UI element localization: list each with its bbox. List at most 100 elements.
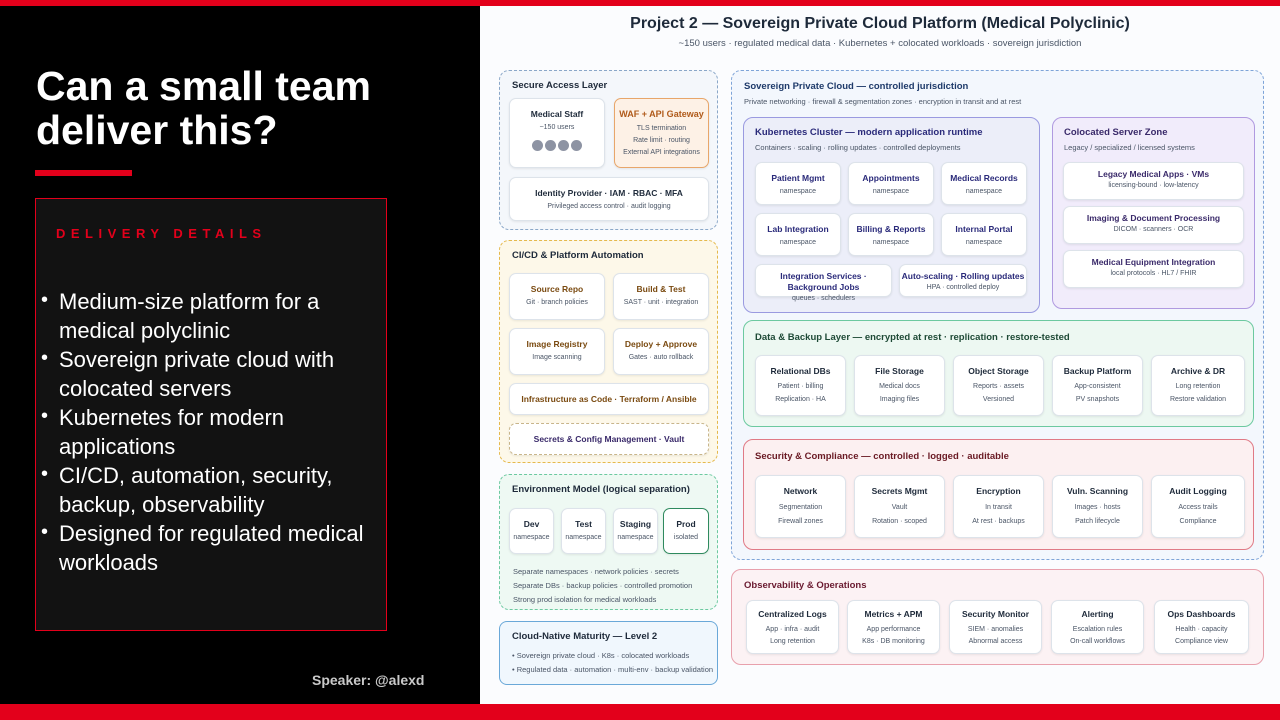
panel-title: Sovereign Private Cloud — controlled jur… (744, 81, 969, 92)
card-title: Audit Logging (1169, 486, 1227, 496)
card-line: Access trails (1178, 504, 1218, 511)
card-line: At rest · backups (972, 518, 1025, 525)
waf-gateway-card: WAF + API Gateway TLS termination Rate l… (614, 98, 709, 168)
panel-title: CI/CD & Platform Automation (512, 250, 644, 261)
env-note: Separate DBs · backup policies · control… (513, 581, 693, 590)
card-title: Medical Equipment Integration (1091, 257, 1216, 267)
card-sub: queues · schedulers (791, 295, 856, 302)
kubernetes-panel: Kubernetes Cluster — modern application … (743, 117, 1040, 313)
card-line: Segmentation (778, 504, 823, 511)
panel-sub: Private networking · firewall & segmenta… (744, 97, 1022, 106)
card-line: Long retention (770, 638, 815, 645)
security-card: Audit Logging Access trails Compliance (1151, 475, 1245, 538)
card-title: Backup Platform (1063, 366, 1132, 376)
card-title: Vuln. Scanning (1066, 486, 1129, 496)
env-dev-card: Dev namespace (509, 508, 554, 554)
card-sub: ~150 users (539, 124, 575, 131)
env-staging-card: Staging namespace (613, 508, 658, 554)
colo-card: Medical Equipment Integration local prot… (1063, 250, 1244, 288)
identity-provider-card: Identity Provider · IAM · RBAC · MFA Pri… (509, 177, 709, 221)
env-test-card: Test namespace (561, 508, 606, 554)
env-note: Strong prod isolation for medical worklo… (513, 595, 657, 604)
integration-services-card: Integration Services · Background Jobs q… (755, 264, 892, 302)
card-title: Infrastructure as Code · Terraform / Ans… (521, 394, 697, 404)
card-title: Dev (523, 519, 540, 529)
card-sub: namespace (872, 239, 910, 246)
card-line: Patient · billing (777, 383, 824, 390)
card-title: Lab Integration (767, 224, 829, 234)
observability-card: Alerting Escalation rules On-call workfl… (1051, 600, 1144, 654)
diagram-subtitle: ~150 users · regulated medical data · Ku… (678, 38, 1082, 49)
card-line: Escalation rules (1072, 626, 1123, 633)
data-card: File Storage Medical docs Imaging files (854, 355, 945, 416)
maturity-panel: Cloud-Native Maturity — Level 2 • Sovere… (499, 621, 718, 685)
source-repo-card: Source Repo Git · branch policies (509, 273, 605, 320)
delivery-details-box: DELIVERY DETAILS Medium-size platform fo… (35, 198, 387, 631)
card-sub: Git · branch policies (526, 299, 588, 306)
image-registry-card: Image Registry Image scanning (509, 328, 605, 375)
users-icon (510, 140, 604, 151)
k8s-service-card: Lab Integration namespace (755, 213, 841, 256)
observability-card: Security Monitor SIEM · anomalies Abnorm… (949, 600, 1042, 654)
maturity-lines: • Sovereign private cloud · K8s · coloca… (512, 649, 713, 677)
data-card: Relational DBs Patient · billing Replica… (755, 355, 846, 416)
card-sub: namespace (779, 188, 817, 195)
observability-card: Centralized Logs App · infra · audit Lon… (746, 600, 839, 654)
card-title: Build & Test (636, 284, 686, 294)
card-title: Prod (676, 519, 696, 529)
card-title: Medical Staff (530, 109, 584, 119)
card-title: Medical Records (950, 173, 1018, 183)
observability-card: Metrics + APM App performance K8s · DB m… (847, 600, 940, 654)
top-accent-bar (0, 0, 1280, 6)
security-card: Network Segmentation Firewall zones (755, 475, 846, 538)
card-title: Test (575, 519, 592, 529)
card-sub: licensing-bound · low-latency (1108, 182, 1199, 189)
panel-sub: Legacy / specialized / licensed systems (1064, 143, 1195, 152)
maturity-line: • Regulated data · automation · multi-en… (512, 665, 714, 674)
delivery-bullets: Medium-size platform for a medical polyc… (40, 286, 392, 577)
card-sub: DICOM · scanners · OCR (1113, 226, 1194, 233)
card-title: Staging (619, 519, 652, 529)
card-title: Network (783, 486, 818, 496)
card-line: SIEM · anomalies (967, 626, 1024, 633)
speaker-credit: Speaker: @alexd (312, 672, 425, 688)
observability-panel: Observability & Operations Centralized L… (731, 569, 1264, 665)
card-line: Vault (891, 504, 908, 511)
card-title: Security Monitor (961, 609, 1030, 619)
card-line: Patch lifecycle (1075, 518, 1120, 525)
card-line: Images · hosts (1074, 504, 1121, 511)
card-title: Object Storage (968, 366, 1029, 376)
card-sub: namespace (965, 188, 1003, 195)
card-line: App performance (866, 626, 921, 633)
card-sub: namespace (779, 239, 817, 246)
build-test-card: Build & Test SAST · unit · integration (613, 273, 709, 320)
card-title: File Storage (875, 366, 924, 376)
diagram-title: Project 2 — Sovereign Private Cloud Plat… (630, 15, 1130, 32)
panel-title: Cloud-Native Maturity — Level 2 (512, 631, 658, 642)
security-card: Encryption In transit At rest · backups (953, 475, 1044, 538)
panel-title: Data & Backup Layer — encrypted at rest … (755, 332, 1070, 343)
k8s-service-card: Patient Mgmt namespace (755, 162, 841, 205)
panel-title: Security & Compliance — controlled · log… (755, 451, 1009, 462)
data-backup-panel: Data & Backup Layer — encrypted at rest … (743, 320, 1254, 427)
card-title: Auto-scaling · Rolling updates (901, 271, 1025, 281)
card-sub: local protocols · HL7 / FHIR (1110, 270, 1197, 277)
card-sub: namespace (965, 239, 1003, 246)
card-title: Patient Mgmt (771, 173, 825, 183)
bullet-item: Kubernetes for modern applications (40, 402, 392, 461)
bullet-item: CI/CD, automation, security, backup, obs… (40, 460, 392, 519)
card-line: App-consistent (1074, 383, 1121, 390)
env-note: Separate namespaces · network policies ·… (513, 567, 679, 576)
card-title: Centralized Logs (758, 609, 827, 619)
architecture-diagram: Project 2 — Sovereign Private Cloud Plat… (480, 6, 1280, 704)
k8s-service-card: Medical Records namespace (941, 162, 1027, 205)
card-title: Source Repo (530, 284, 584, 294)
env-prod-card: Prod isolated (663, 508, 709, 554)
card-line: Firewall zones (778, 518, 823, 525)
card-line: TLS termination (636, 125, 687, 132)
cicd-panel: CI/CD & Platform Automation Source Repo … (499, 240, 718, 463)
card-sub: Image scanning (532, 354, 582, 361)
card-title: Billing & Reports (856, 224, 926, 234)
card-sub: namespace (565, 534, 602, 541)
maturity-line: • Sovereign private cloud · K8s · coloca… (512, 651, 690, 660)
